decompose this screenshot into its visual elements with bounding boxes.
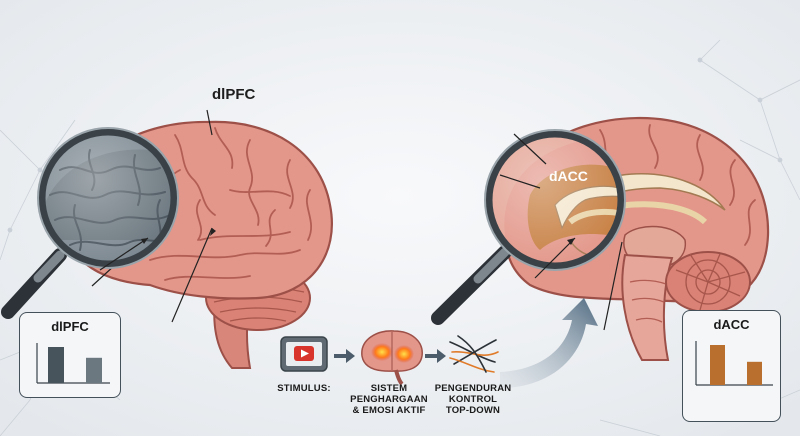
- dlpfc-bar-1: [48, 347, 64, 383]
- dacc-bar-1: [710, 345, 725, 385]
- dlpfc-label: dlPFC: [212, 86, 256, 103]
- dacc-label: dACC: [549, 168, 588, 184]
- flow-step-control: PENGENDURAN KONTROL TOP-DOWN: [429, 383, 517, 416]
- flow-stimulus-icon: [280, 336, 328, 372]
- dacc-bar-chart: [695, 341, 773, 386]
- dacc-chart-card: dACC: [682, 310, 781, 422]
- dlpfc-chart-title: dlPFC: [51, 319, 89, 334]
- left-magnifier: [1, 127, 179, 319]
- dlpfc-chart-card: dlPFC: [19, 312, 121, 398]
- dacc-chart-title: dACC: [713, 317, 750, 332]
- flow-step-stimulus-text: STIMULUS:: [277, 383, 331, 394]
- flow-step-control-line2: KONTROL: [448, 394, 498, 405]
- flow-step-reward-line1: SISTEM: [370, 383, 408, 394]
- transition-arrow: [500, 298, 598, 388]
- right-magnifier: [431, 129, 626, 325]
- dlpfc-bar-2: [86, 357, 102, 383]
- flow-step-reward: SISTEM PENGHARGAAN & EMOSI AKTIF: [345, 383, 433, 416]
- flow-step-control-line3: TOP-DOWN: [445, 405, 501, 416]
- flow-brain-activation-icon: [361, 330, 423, 386]
- flow-loosening-icon: [449, 335, 499, 373]
- dlpfc-bar-chart: [36, 343, 110, 384]
- flow-arrow-2: [425, 349, 446, 363]
- flow-arrow-1: [334, 349, 355, 363]
- flow-step-stimulus: STIMULUS:: [268, 383, 340, 394]
- dacc-bar-2: [747, 361, 762, 385]
- flow-step-reward-line3: & EMOSI AKTIF: [352, 405, 426, 416]
- flow-step-control-line1: PENGENDURAN: [434, 383, 512, 394]
- flow-step-reward-line2: PENGHARGAAN: [350, 394, 428, 405]
